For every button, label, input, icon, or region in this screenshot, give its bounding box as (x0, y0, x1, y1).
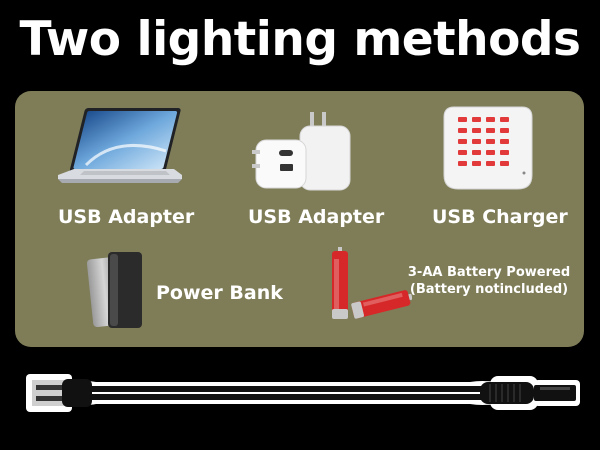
page-title: Two lighting methods (19, 12, 581, 67)
battery-caption-line2: (Battery notincluded) (409, 282, 569, 297)
method-label-usb-charger: USB Charger (432, 206, 568, 228)
multi-port-charger-icon (443, 106, 533, 190)
power-bank-icon (86, 252, 142, 328)
method-label-power-bank: Power Bank (156, 282, 283, 304)
method-label-wall-adapter: USB Adapter (248, 206, 385, 228)
method-label-laptop: USB Adapter (58, 206, 195, 228)
wall-adapter-icon (252, 112, 351, 191)
battery-caption-line1: 3-AA Battery Powered (407, 265, 571, 280)
aa-battery-icon (332, 247, 412, 319)
laptop-icon (58, 108, 182, 183)
usb-cable-icon (26, 374, 580, 412)
battery-caption: 3-AA Battery Powered (Battery notinclude… (405, 264, 573, 298)
